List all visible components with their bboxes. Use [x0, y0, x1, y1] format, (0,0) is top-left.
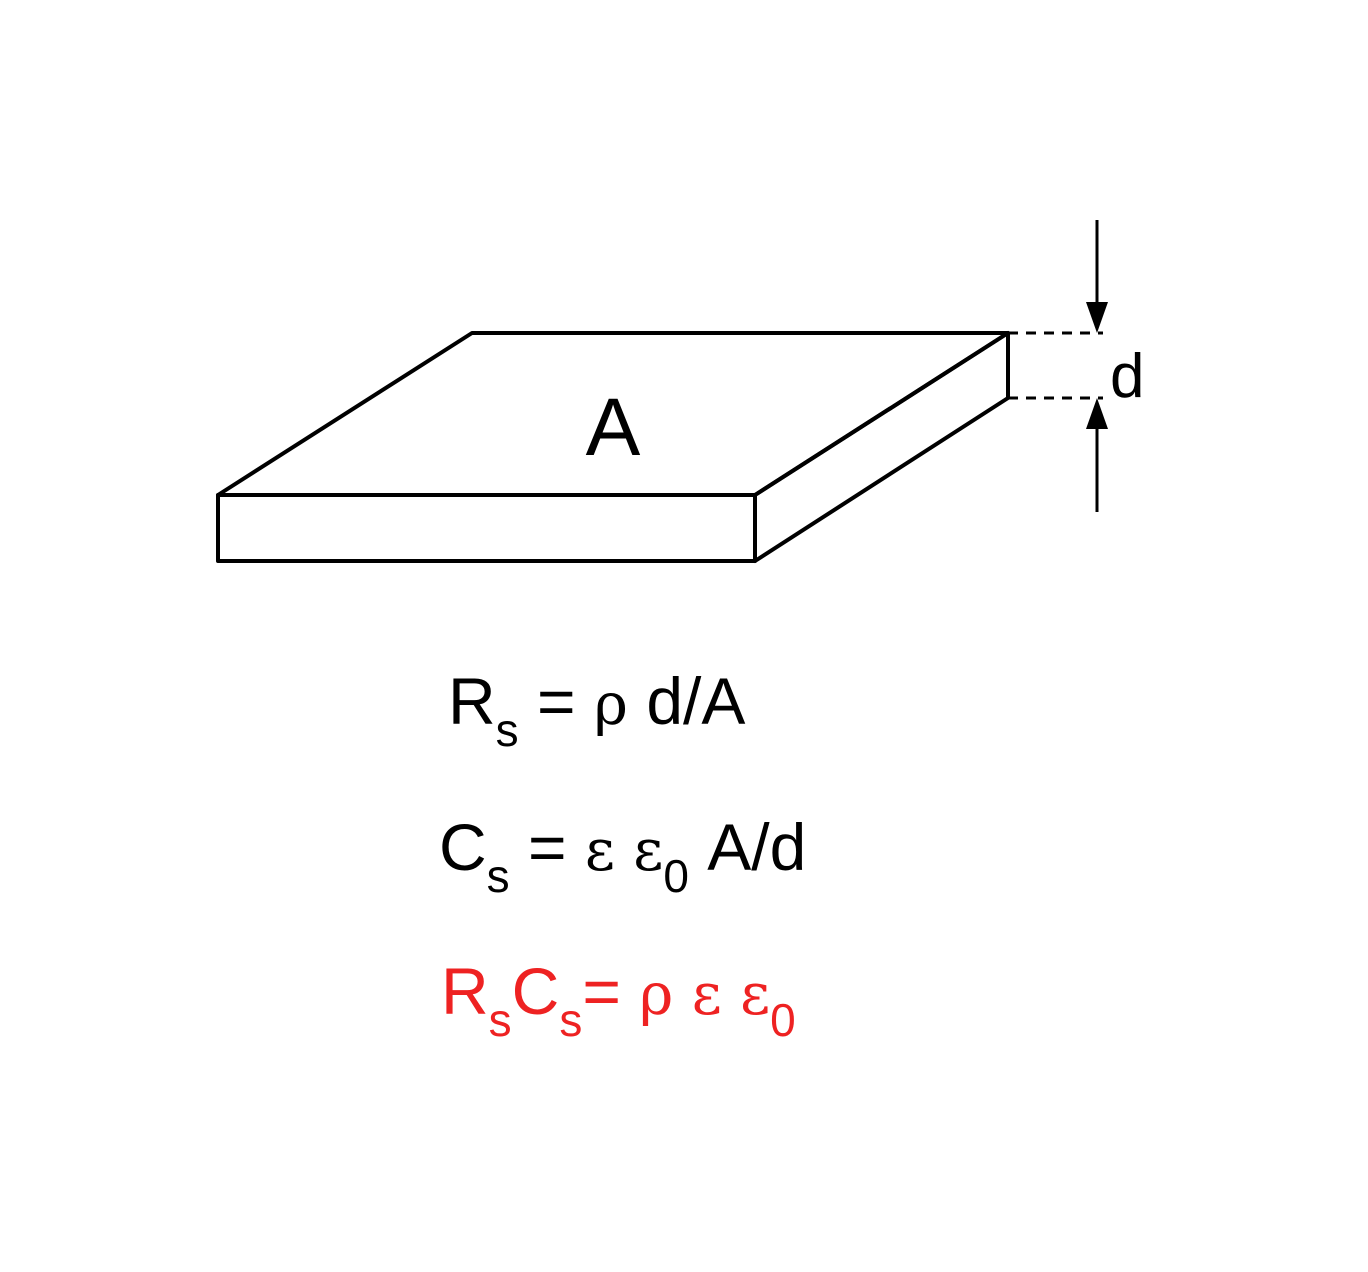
resistance-equation: Rs = ρ d/A: [448, 668, 745, 753]
area-label: A: [586, 382, 641, 473]
c-subscript: s: [559, 994, 583, 1046]
rho-symbol: ρ: [593, 670, 628, 738]
resistance-symbol: R: [448, 664, 496, 738]
rho-symbol: ρ: [639, 960, 674, 1028]
slab-side-face: [753, 331, 1010, 563]
equals-sign: =: [518, 664, 594, 738]
epsilon-symbol: ε: [584, 816, 615, 884]
c-symbol: C: [511, 954, 560, 1028]
epsilon-symbol: ε: [691, 960, 722, 1028]
capacitance-equation: Cs = ε ε0 A/d: [439, 814, 806, 899]
equals-sign: =: [582, 954, 640, 1028]
r-subscript: s: [488, 994, 512, 1046]
epsilon-zero-symbol: ε: [633, 816, 664, 884]
resistance-subscript: s: [495, 704, 519, 756]
thickness-label: d: [1110, 342, 1144, 411]
epsilon-zero-symbol: ε: [740, 960, 771, 1028]
epsilon-zero-subscript: 0: [663, 850, 689, 902]
capacitance-symbol: C: [439, 810, 487, 884]
arrowhead-down-icon: [1086, 302, 1108, 333]
resistance-rhs: d/A: [628, 664, 746, 738]
time-constant-equation: RsCs= ρ ε ε0: [441, 958, 796, 1043]
arrowhead-up-icon: [1086, 398, 1108, 429]
capacitance-subscript: s: [486, 850, 510, 902]
equals-sign: =: [509, 810, 585, 884]
capacitance-rhs: A/d: [688, 810, 807, 884]
r-symbol: R: [441, 954, 489, 1028]
epsilon-zero-subscript: 0: [770, 994, 796, 1046]
slab-front-face: [216, 493, 757, 563]
